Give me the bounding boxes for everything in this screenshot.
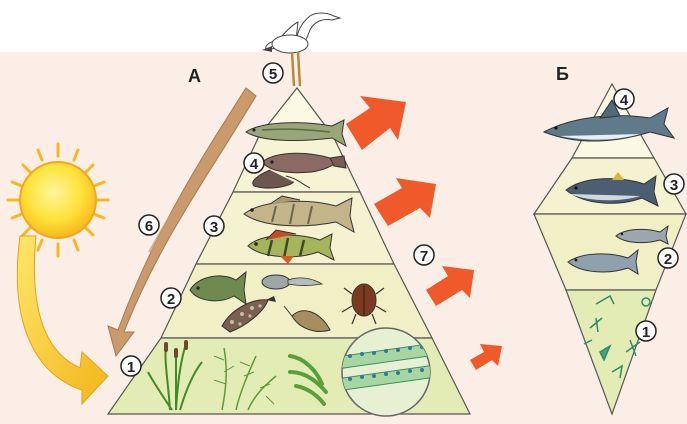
- energy-loss-marker-text: 7: [420, 248, 428, 265]
- pyramid-a-marker-5: 5: [263, 63, 283, 83]
- pyramid-a-marker-2-text: 2: [167, 291, 175, 308]
- pyramid-b-marker-2-text: 2: [664, 251, 672, 268]
- pyramid-a-marker-4-text: 4: [250, 156, 259, 173]
- pyramid-b-marker-3: 3: [664, 174, 684, 194]
- pyramid-a-marker-5-text: 5: [269, 66, 277, 83]
- decomposition-marker-text: 6: [145, 218, 153, 235]
- pyramid-b-marker-4-text: 4: [620, 92, 629, 109]
- pyramid-b-marker-1: 1: [636, 321, 656, 341]
- pyramid-a-marker-4: 4: [244, 153, 264, 173]
- pyramid-b-marker-4: 4: [614, 89, 634, 109]
- pyramid-b-marker-2: 2: [658, 248, 678, 268]
- pyramid-a-marker-1-text: 1: [127, 359, 135, 376]
- pyramid-a-level-2: [161, 264, 432, 338]
- pyramid-a-label: А: [188, 66, 201, 86]
- energy-loss-marker: 7: [414, 245, 434, 265]
- decomposition-marker: 6: [139, 215, 159, 235]
- pyramid-a-marker-1: 1: [121, 356, 141, 376]
- pyramid-b-marker-1-text: 1: [642, 324, 650, 341]
- pyramid-a-marker-3: 3: [204, 216, 224, 236]
- pyramid-b-marker-3-text: 3: [670, 177, 678, 194]
- pyramid-a-marker-3-text: 3: [210, 219, 218, 236]
- pyramid-b-label: Б: [556, 64, 569, 84]
- pyramid-a-marker-2: 2: [161, 288, 181, 308]
